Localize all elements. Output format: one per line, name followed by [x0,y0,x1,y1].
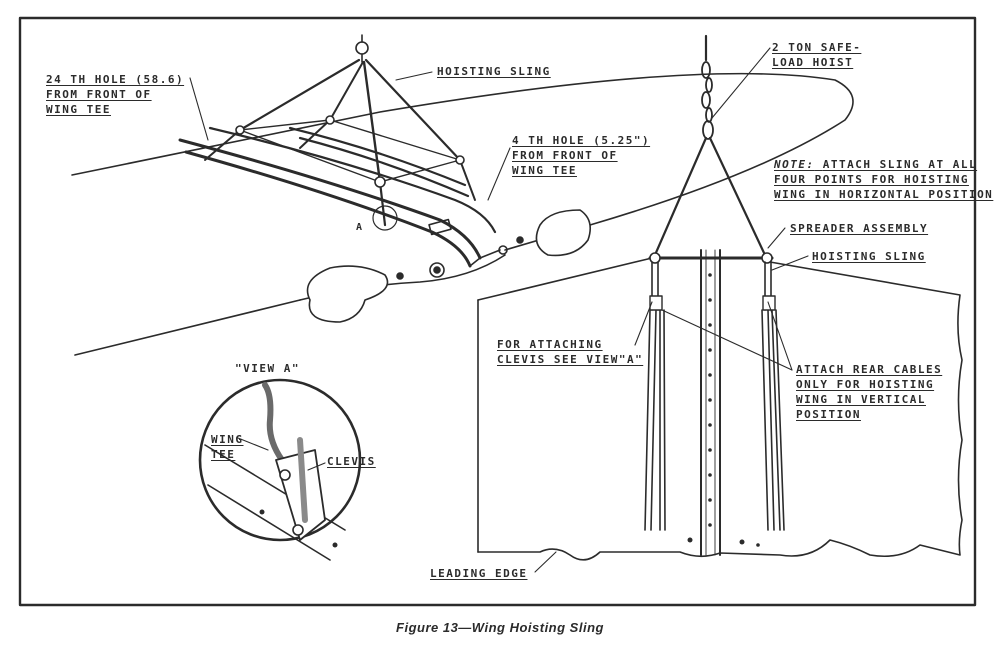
figure-frame [18,16,977,607]
wing-leading-outline [74,299,301,356]
fitting-1 [429,262,445,278]
label-callout-a: A [356,222,364,233]
hoist-chain [701,61,714,140]
figure-caption: Figure 13—Wing Hoisting Sling [396,620,604,635]
label-hoisting-sling-top: HOISTING SLING [437,65,551,78]
wing-horizontal-view [71,34,854,356]
note-line-1: ATTACH SLING AT ALL [822,158,978,171]
hoisting-sling-horizontal [204,34,476,231]
leader-lines [189,47,809,573]
note-heading: NOTE: [774,158,815,171]
label-note: NOTE: ATTACH SLING AT ALL FOUR POINTS FO… [774,158,994,201]
nacelle-right [535,209,591,257]
label-hoist: 2 TON SAFE-LOAD HOIST [772,41,862,69]
wing-vertical-view [477,34,963,561]
label-hoisting-sling-right: HOISTING SLING [812,250,926,263]
view-a-callout-circle [372,205,398,231]
view-a-circle [198,378,362,542]
wing-tee-rails [178,126,501,268]
label-spreader-assembly: SPREADER ASSEMBLY [790,222,929,235]
hoist-ring [355,41,369,55]
wing-trailing-outline [71,72,854,226]
wing-tee-spar [700,249,721,556]
view-a-detail [198,378,362,561]
label-leading-edge: LEADING EDGE [430,567,528,580]
cable-end [262,382,285,463]
label-clevis: CLEVIS [327,455,376,468]
nacelle-left [306,265,389,323]
wing-panel-outline [477,257,963,561]
label-view-a: "VIEW A" [235,362,300,375]
